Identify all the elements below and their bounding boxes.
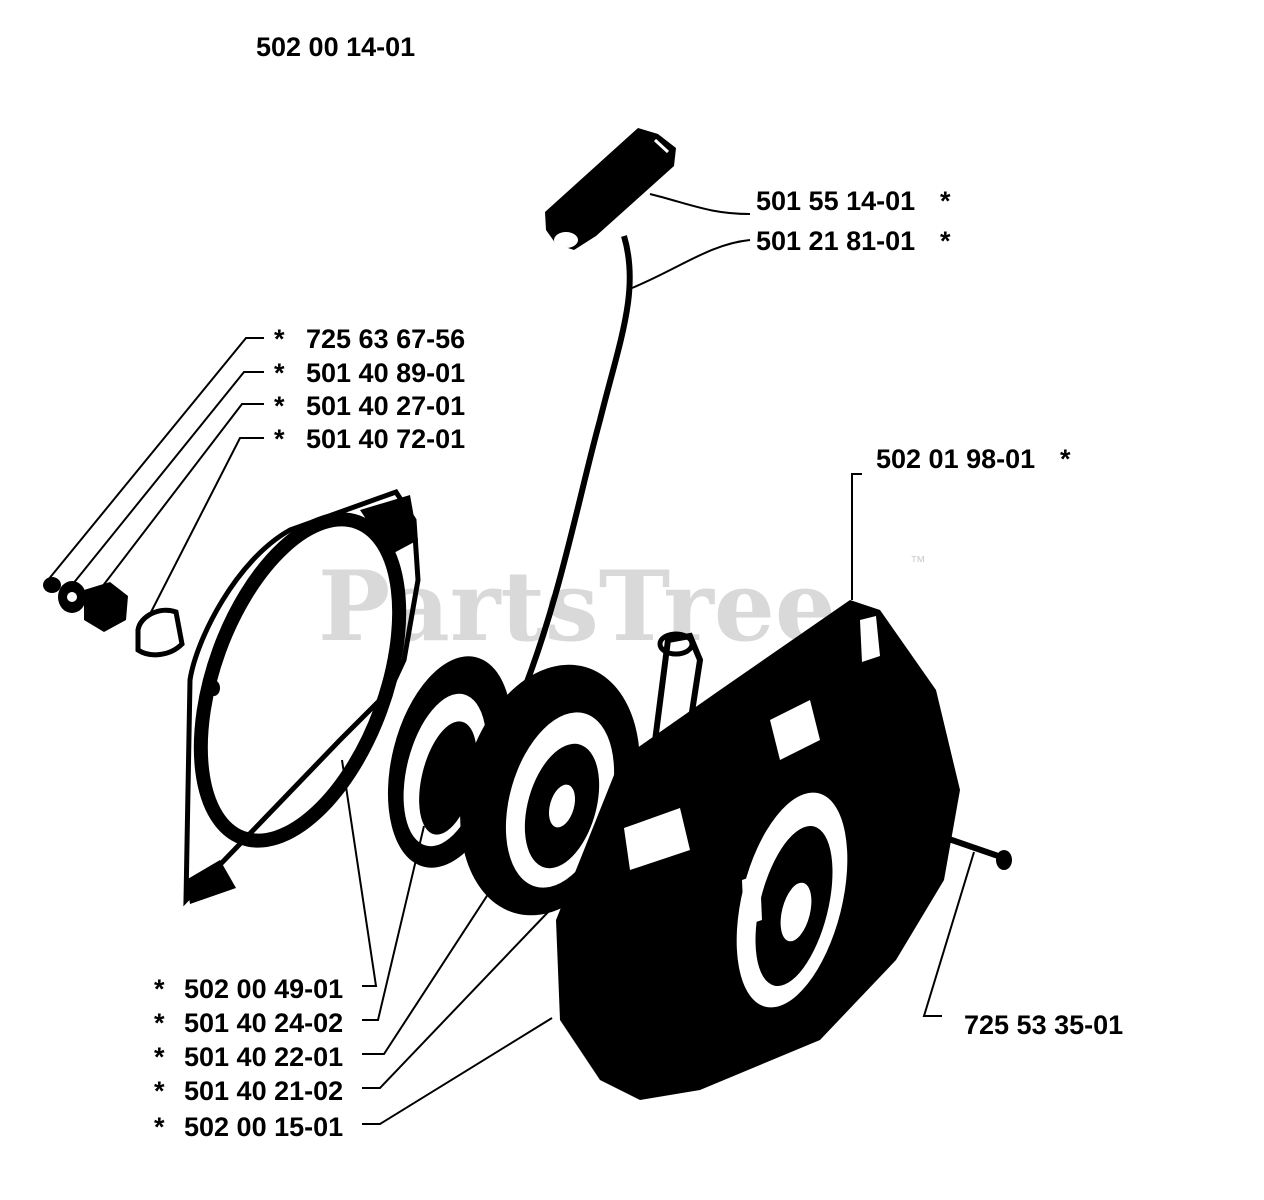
- label-spacer: 501 40 27-01: [306, 391, 465, 421]
- label-pawl: 501 40 22-01: [184, 1042, 343, 1072]
- screw-725-63-67-56-part[interactable]: [43, 577, 61, 593]
- label-pulley-asterisk: *: [154, 1008, 165, 1038]
- leader-lines: [47, 193, 975, 1125]
- label-housing: 502 00 15-01: [184, 1112, 343, 1142]
- label-decal: 502 01 98-01: [876, 444, 1035, 474]
- label-handle-asterisk: *: [940, 186, 951, 216]
- label-washer-asterisk: *: [274, 358, 285, 388]
- starter-cover-plate-part[interactable]: [162, 488, 439, 907]
- label-spring-asterisk: *: [154, 974, 165, 1004]
- watermark-trademark: ™: [910, 554, 926, 571]
- label-washer: 501 40 89-01: [306, 358, 465, 388]
- label-pulley: 501 40 24-02: [184, 1008, 343, 1038]
- label-spacer-asterisk: *: [274, 391, 285, 421]
- assembly-number: 502 00 14-01: [256, 32, 415, 62]
- label-handle: 501 55 14-01: [756, 186, 915, 216]
- washer-501-40-89-01-part[interactable]: [58, 581, 86, 613]
- label-bushing: 501 40 72-01: [306, 424, 465, 454]
- label-screw-725-63-asterisk: *: [274, 324, 285, 354]
- label-rope: 501 21 81-01: [756, 226, 915, 256]
- label-rope-asterisk: *: [940, 226, 951, 256]
- label-screw-725-63: 725 63 67-56: [306, 324, 465, 354]
- starter-handle-part[interactable]: [545, 128, 676, 250]
- label-pawl-spring: 501 40 21-02: [184, 1076, 343, 1106]
- label-housing-asterisk: *: [154, 1112, 165, 1142]
- label-spring: 502 00 49-01: [184, 974, 343, 1004]
- spacer-501-40-27-01-part[interactable]: [84, 582, 128, 632]
- label-bushing-asterisk: *: [274, 424, 285, 454]
- starter-housing-part[interactable]: [556, 600, 960, 1100]
- label-pawl-asterisk: *: [154, 1042, 165, 1072]
- label-screw-725-53: 725 53 35-01: [964, 1010, 1123, 1040]
- bushing-501-40-72-01-part[interactable]: [135, 607, 185, 658]
- screw-725-53-35-01-part[interactable]: [945, 835, 1012, 870]
- starter-rope-part[interactable]: [517, 235, 633, 702]
- label-decal-asterisk: *: [1060, 444, 1071, 474]
- pawl-part[interactable]: [647, 631, 704, 791]
- label-pawl-spring-asterisk: *: [154, 1076, 165, 1106]
